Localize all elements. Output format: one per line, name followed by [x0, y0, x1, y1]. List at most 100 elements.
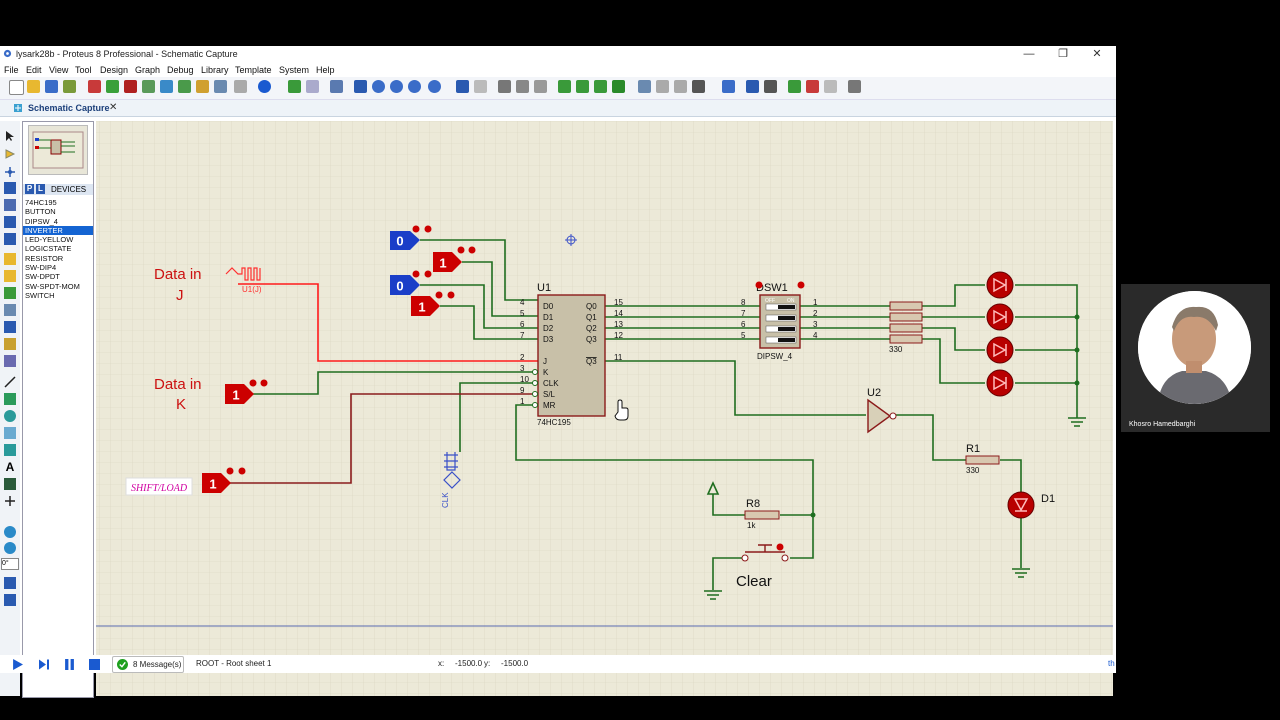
text-script-icon[interactable]	[4, 199, 16, 211]
open-folder-icon[interactable]	[27, 80, 40, 93]
property-tool-icon[interactable]	[764, 80, 777, 93]
minimize-button[interactable]: —	[1023, 48, 1035, 60]
resistor-pack[interactable]: 330	[889, 301, 923, 354]
home-icon[interactable]	[88, 80, 101, 93]
new-file-icon[interactable]	[9, 80, 24, 95]
block-move-icon[interactable]	[576, 80, 589, 93]
step-icon[interactable]	[38, 659, 50, 670]
wire-autorouter-icon[interactable]	[722, 80, 735, 93]
circle-icon[interactable]	[4, 410, 16, 422]
grid-icon[interactable]	[306, 80, 319, 93]
zoom-in-icon[interactable]	[372, 80, 385, 93]
package-tool-icon[interactable]	[674, 80, 687, 93]
voltage-probe-icon[interactable]	[4, 338, 16, 350]
led-yellow-3[interactable]	[986, 336, 1014, 364]
schematic-canvas[interactable]: 0 1 0 1 1	[96, 121, 1113, 696]
paste-icon[interactable]	[534, 80, 547, 93]
angle-field[interactable]: 0°	[1, 558, 19, 570]
close-button[interactable]: ✕	[1092, 48, 1102, 60]
bus-icon[interactable]	[4, 216, 16, 228]
logicstate-data-k[interactable]: 1	[225, 379, 268, 405]
led-yellow-4[interactable]	[986, 369, 1014, 397]
help-icon[interactable]	[258, 80, 271, 93]
block-copy-icon[interactable]	[558, 80, 571, 93]
pause-icon[interactable]	[64, 659, 75, 670]
device-list-item[interactable]: LOGICSTATE	[25, 244, 72, 254]
schematic-icon[interactable]	[106, 80, 119, 93]
zoom-area-icon[interactable]	[428, 80, 441, 93]
menu-system[interactable]: System	[279, 65, 310, 75]
device-list-item[interactable]: INVERTER	[23, 225, 93, 236]
design-explorer-icon[interactable]	[848, 80, 861, 93]
block-rotate-icon[interactable]	[594, 80, 607, 93]
u1-74hc195-chip[interactable]: U1 74HC195 D04D15D26D37J2K3CLK10S/L9MR1Q…	[520, 282, 623, 427]
notes-icon[interactable]	[234, 80, 247, 93]
mirror-x-icon[interactable]	[4, 577, 16, 589]
pan-icon[interactable]	[354, 80, 367, 93]
tab-close-icon[interactable]: ✕	[109, 102, 118, 113]
device-list-item[interactable]: SWITCH	[25, 290, 55, 300]
copy-icon[interactable]	[516, 80, 529, 93]
terminal-icon[interactable]	[4, 253, 16, 265]
dsw1-dip-switch[interactable]: DSW1 DIPSW_4 OFF ON	[755, 281, 805, 362]
wire-label-icon[interactable]	[4, 182, 16, 194]
origin-icon[interactable]	[330, 80, 343, 93]
new-sheet-icon[interactable]	[788, 80, 801, 93]
path-icon[interactable]	[4, 444, 16, 456]
block-delete-icon[interactable]	[612, 80, 625, 93]
menu-template[interactable]: Template	[235, 65, 272, 75]
logicstate-1-a[interactable]: 1	[433, 246, 476, 273]
mirror-y-icon[interactable]	[4, 594, 16, 606]
tab-schematic-capture[interactable]: Schematic Capture ✕	[10, 101, 125, 115]
symbol-icon[interactable]	[4, 478, 16, 490]
device-list-item[interactable]: SW-DPDT	[25, 272, 60, 282]
menu-debug[interactable]: Debug	[167, 65, 194, 75]
cost-icon[interactable]	[196, 80, 209, 93]
led-yellow-2[interactable]	[986, 303, 1014, 331]
device-list-item[interactable]: DIPSW_4	[25, 216, 58, 226]
menu-graph[interactable]: Graph	[135, 65, 161, 75]
logicstate-shift-load[interactable]: 1	[202, 467, 246, 494]
search-tag-icon[interactable]	[746, 80, 759, 93]
rotate-ccw-icon[interactable]	[4, 542, 16, 554]
menu-file[interactable]: File	[4, 65, 19, 75]
selection-mode-icon[interactable]	[4, 130, 16, 142]
arc-icon[interactable]	[4, 427, 16, 439]
undo-icon[interactable]	[456, 80, 469, 93]
led-yellow-1[interactable]	[986, 271, 1014, 299]
rotate-cw-icon[interactable]	[4, 526, 16, 538]
junction-dot-icon[interactable]	[4, 166, 16, 178]
clear-button-switch[interactable]: Clear	[736, 543, 789, 591]
device-list-item[interactable]: LED-YELLOW	[25, 235, 74, 245]
library-manager-button[interactable]: L	[36, 184, 45, 194]
device-pin-icon[interactable]	[4, 270, 16, 282]
menu-tool[interactable]: Tool	[75, 65, 92, 75]
device-list-item[interactable]: RESISTOR	[25, 253, 64, 263]
menu-edit[interactable]: Edit	[26, 65, 42, 75]
make-device-icon[interactable]	[656, 80, 669, 93]
exit-to-parent-icon[interactable]	[824, 80, 837, 93]
graph-icon[interactable]	[4, 287, 16, 299]
subcircuit-icon[interactable]	[4, 233, 16, 245]
maximize-button[interactable]: ❐	[1058, 48, 1068, 60]
decompose-icon[interactable]	[692, 80, 705, 93]
bom-icon[interactable]	[178, 80, 191, 93]
box-icon[interactable]	[4, 393, 16, 405]
save-icon[interactable]	[45, 80, 58, 93]
code-icon[interactable]	[214, 80, 227, 93]
logicstate-1-b[interactable]: 1	[411, 291, 455, 317]
gerber-icon[interactable]	[142, 80, 155, 93]
current-probe-icon[interactable]	[4, 355, 16, 367]
pick-device-icon[interactable]	[638, 80, 651, 93]
menu-view[interactable]: View	[49, 65, 69, 75]
cut-icon[interactable]	[498, 80, 511, 93]
tape-recorder-icon[interactable]	[4, 304, 16, 316]
pick-devices-button[interactable]: P	[25, 184, 34, 194]
text-tool-icon[interactable]: A	[5, 460, 15, 474]
3d-icon[interactable]	[160, 80, 173, 93]
r8-resistor[interactable]: R8 1k	[744, 498, 780, 530]
clock-generator[interactable]: CLK	[441, 452, 461, 508]
d1-led[interactable]: D1	[1007, 491, 1055, 519]
remove-sheet-icon[interactable]	[806, 80, 819, 93]
menu-library[interactable]: Library	[201, 65, 229, 75]
